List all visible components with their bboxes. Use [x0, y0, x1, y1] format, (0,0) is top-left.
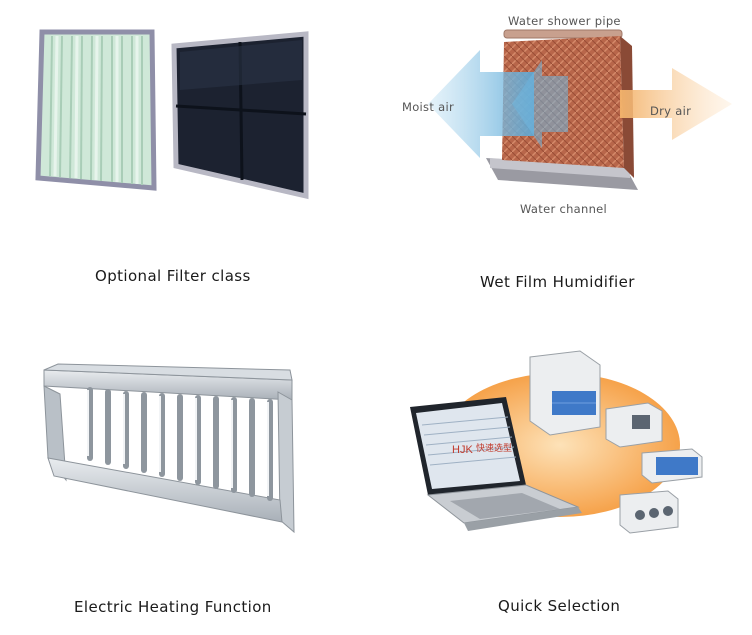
ahu-unit-coil [641, 448, 703, 484]
moist-air-label: Moist air [402, 100, 454, 114]
heater-caption: Electric Heating Function [74, 598, 272, 616]
dry-air-arrow [620, 68, 732, 140]
carbon-filter-panel [171, 31, 309, 200]
wet-film-humidifier-image [428, 29, 732, 190]
water-shower-pipe [503, 29, 623, 39]
water-channel-label: Water channel [520, 202, 608, 216]
humidifier-caption: Wet Film Humidifier [480, 273, 635, 291]
filter-tile: Optional Filter class [30, 20, 330, 285]
electric-heater-image [43, 363, 295, 534]
dry-air-label: Dry air [650, 104, 692, 118]
ahu-unit-fan [619, 490, 679, 534]
screen-brand-text-cn: 快速选型 [476, 442, 512, 454]
air-filter-image [35, 29, 309, 200]
humidifier-tile: Water shower pipe Moist air Dry air Wate… [392, 8, 732, 291]
selection-software-image: HJK 快速选型 [410, 350, 703, 534]
water-shower-pipe-label: Water shower pipe [508, 14, 621, 28]
quick-selection-caption: Quick Selection [498, 597, 621, 615]
filter-caption: Optional Filter class [95, 267, 251, 285]
ahu-unit-large [529, 350, 601, 436]
ahu-unit-small [605, 402, 663, 448]
heater-tile: Electric Heating Function [30, 340, 330, 616]
screen-brand-text: HJK [452, 444, 473, 456]
moist-air-arrow [428, 50, 534, 158]
heating-tubes [87, 387, 273, 501]
quick-selection-tile: HJK 快速选型 Quick Selection [410, 345, 730, 615]
pleated-filter-panel [35, 29, 157, 191]
laptop [410, 397, 582, 531]
